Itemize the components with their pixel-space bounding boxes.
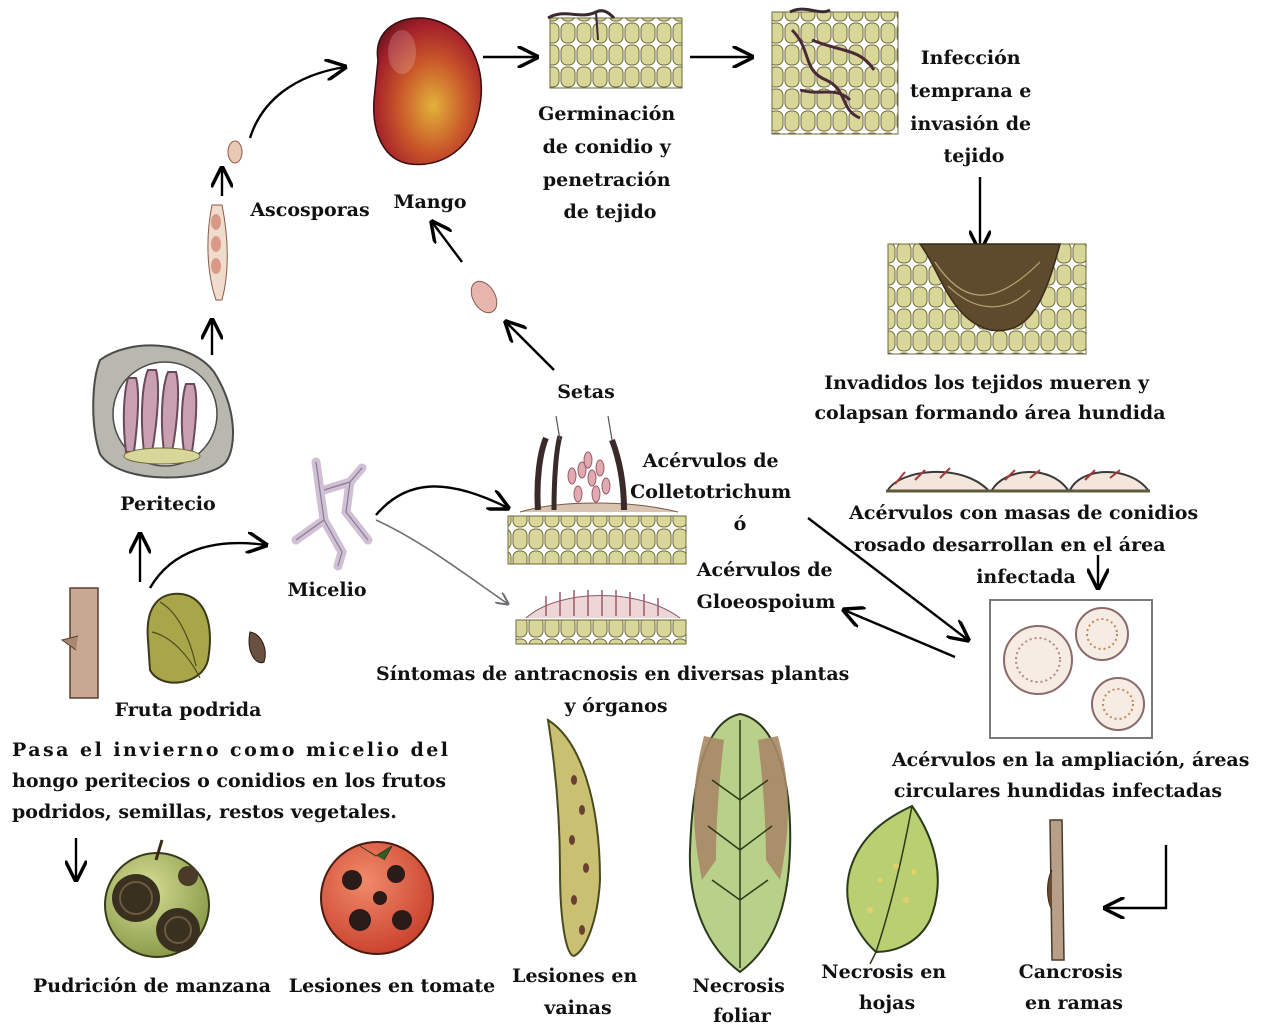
mycelium-icon	[296, 462, 368, 566]
label-necrosis-hojas: Necrosis en hojas	[821, 961, 952, 1014]
acervulus-gloeosporium-icon	[516, 590, 686, 644]
bean-pod-icon	[548, 720, 600, 956]
perithecium-icon	[93, 345, 233, 477]
label-ascosporas: Ascosporas	[249, 199, 369, 221]
label-germinacion: Germinación de conidio y penetración de …	[538, 103, 682, 223]
tomato-icon	[321, 842, 433, 954]
label-fruta-podrida: Fruta podrida	[115, 699, 262, 721]
mango-fruit-icon	[374, 18, 482, 165]
label-vainas: Lesiones en vainas	[512, 965, 644, 1019]
apple-icon	[105, 840, 209, 957]
label-infeccion: Infección temprana e invasión de tejido	[910, 47, 1038, 167]
label-micelio: Micelio	[287, 579, 366, 601]
label-mango: Mango	[393, 191, 466, 213]
necrosis-foliar-leaf-icon	[690, 714, 790, 972]
label-setas: Setas	[557, 381, 615, 403]
label-acervulos-gloeospoium: Acérvulos de Gloeospoium	[696, 559, 839, 613]
label-invadidos: Invadidos los tejidos mueren y colapsan …	[814, 372, 1165, 424]
label-cancrosis: Cancrosis en ramas	[1019, 961, 1130, 1014]
label-necrosis-foliar: Necrosis foliar	[693, 975, 792, 1027]
early-infection-tissue-icon	[772, 9, 898, 134]
ascospores-icon	[208, 141, 502, 317]
label-peritecio: Peritecio	[120, 493, 215, 515]
germination-tissue-icon	[548, 11, 682, 88]
label-acervulos-ampliacion: Acérvulos en la ampliación, áreas circul…	[891, 749, 1256, 802]
label-tomate: Lesiones en tomate	[289, 975, 496, 997]
necrosis-hojas-leaf-icon	[847, 806, 937, 964]
rotten-fruit-icon	[62, 588, 265, 698]
acervuli-mounds-icon	[886, 468, 1150, 491]
label-manzana: Pudrición de manzana	[33, 975, 271, 997]
magnified-acervuli-icon	[990, 600, 1152, 738]
label-sintomas: Síntomas de antracnosis en diversas plan…	[376, 663, 856, 717]
label-acervulos-masas: Acérvulos con masas de conidios rosado d…	[848, 502, 1205, 588]
label-invierno: Pasa el invierno como micelio del hongo …	[12, 739, 457, 823]
collapsed-tissue-icon	[888, 244, 1086, 354]
branch-icon	[1048, 820, 1065, 960]
